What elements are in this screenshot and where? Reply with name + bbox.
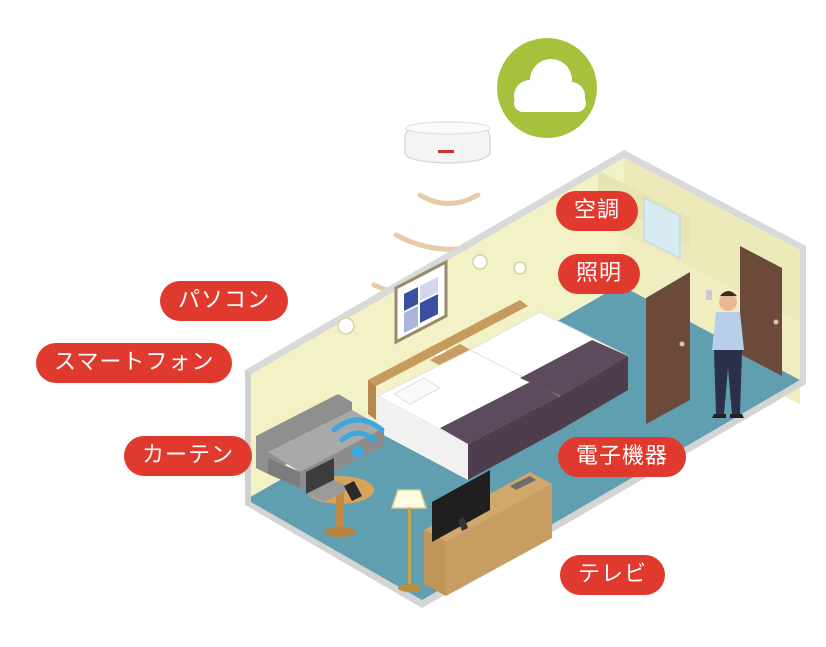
- window: [643, 196, 681, 260]
- label-aircon: 空調: [556, 191, 639, 231]
- label-electronics: 電子機器: [558, 437, 687, 477]
- label-curtain: カーテン: [124, 436, 253, 476]
- label-lighting: 照明: [558, 254, 641, 294]
- door: [646, 272, 690, 424]
- tv: [432, 470, 490, 542]
- router-device-icon: [404, 121, 491, 164]
- wall-picture: [394, 259, 448, 345]
- wifi-icon: [331, 417, 385, 458]
- person: [712, 291, 744, 418]
- floor-lamp: [390, 489, 428, 592]
- label-tv: テレビ: [560, 555, 666, 595]
- tv-cabinet: [424, 470, 552, 596]
- bed: [468, 311, 630, 430]
- smartphone: [344, 481, 362, 501]
- electronic-device: [510, 476, 536, 490]
- door: [740, 246, 782, 376]
- label-pc: パソコン: [160, 281, 289, 321]
- side-table: [306, 458, 374, 537]
- cloud-icon: [514, 59, 586, 112]
- label-smartphone: スマートフォン: [36, 343, 233, 383]
- bed: [376, 349, 562, 480]
- room: [245, 150, 806, 608]
- laptop: [306, 458, 334, 494]
- cloud-badge: [497, 38, 597, 138]
